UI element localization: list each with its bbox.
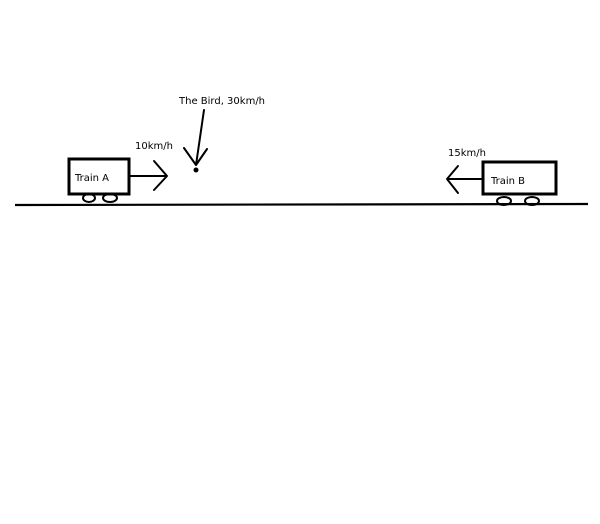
train-b-label: Train B <box>490 176 525 187</box>
train-a-label: Train A <box>74 173 109 184</box>
train-a-speed-label: 10km/h <box>135 141 173 152</box>
bird-dot <box>194 168 199 173</box>
bird: The Bird, 30km/h <box>178 96 265 173</box>
train-b: Train B 15km/h <box>447 148 556 205</box>
train-b-velocity-arrow <box>447 166 483 193</box>
bird-pointer-arrow <box>184 110 207 165</box>
bird-label: The Bird, 30km/h <box>178 96 265 107</box>
train-a: Train A 10km/h <box>69 141 173 202</box>
train-b-speed-label: 15km/h <box>448 148 486 159</box>
train-a-velocity-arrow <box>129 161 167 190</box>
